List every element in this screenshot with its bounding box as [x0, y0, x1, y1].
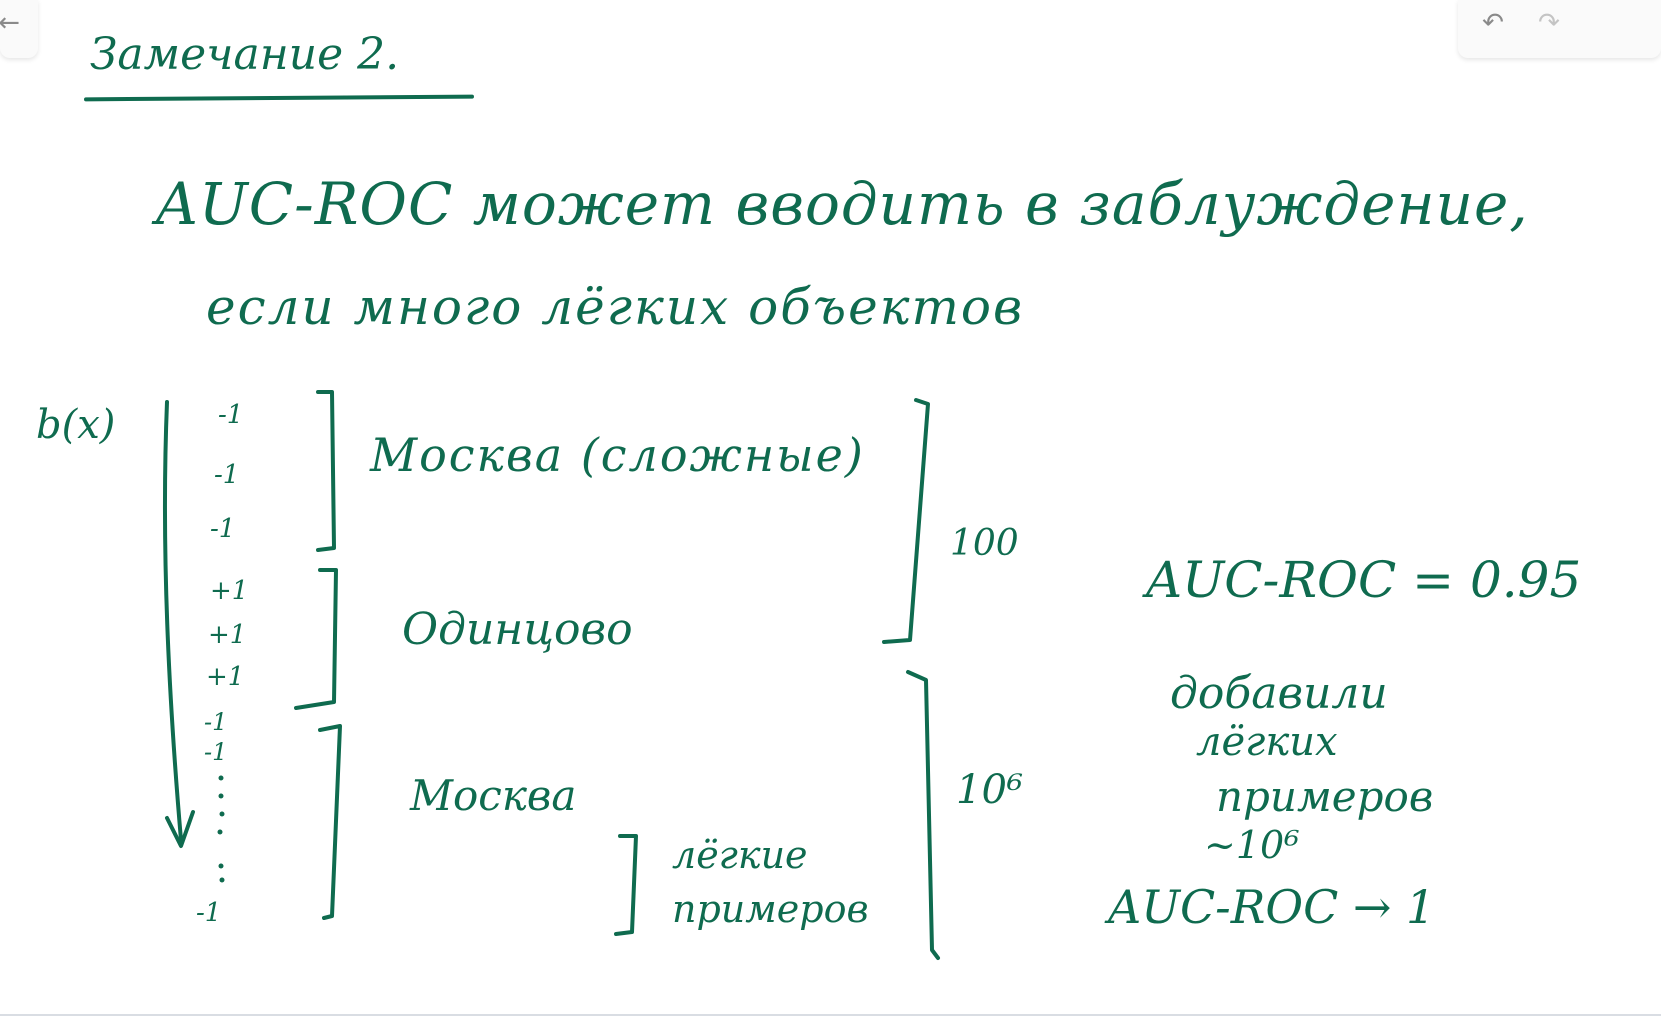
note-title: Замечание 2. — [90, 29, 400, 80]
auc-result: AUC-ROC = 0.95 — [1146, 551, 1582, 609]
group-moscow-hard: Москва (сложные) — [370, 428, 865, 482]
label-item: -1 — [214, 460, 240, 490]
left-toolbar-card — [0, 0, 38, 58]
count-bottom: 10⁶ — [956, 767, 1023, 813]
added-easy-line-3: примеров — [1216, 772, 1434, 821]
sort-direction-arrow — [162, 400, 195, 848]
added-easy-line-4: ~10⁶ — [1204, 823, 1300, 867]
label-item: -1 — [204, 708, 228, 736]
right-toolbar-card — [1458, 0, 1661, 58]
count-top: 100 — [950, 523, 1019, 564]
easy-examples-bracket — [614, 834, 638, 936]
group-odintsovo: Одинцово — [402, 604, 633, 655]
group-brackets — [294, 390, 342, 920]
added-easy-line-2: лёгких — [1196, 719, 1338, 765]
easy-examples-line-1: лёгкие — [672, 833, 808, 877]
title-underline — [83, 94, 475, 102]
label-item: +1 — [208, 620, 247, 650]
statement-line-2: если много лёгких объектов — [206, 278, 1025, 336]
ellipsis-dots — [217, 775, 225, 883]
label-item: +1 — [210, 576, 249, 606]
label-item: -1 — [210, 514, 236, 544]
label-item: -1 — [204, 738, 228, 766]
added-easy-line-1: добавили — [1170, 668, 1388, 719]
axis-label: b(x) — [36, 402, 116, 448]
label-item: -1 — [218, 400, 244, 430]
label-item: +1 — [206, 662, 245, 692]
bottom-border — [0, 1014, 1661, 1016]
auc-final: AUC-ROC → 1 — [1108, 880, 1436, 934]
redo-icon[interactable]: ↷ — [1538, 8, 1560, 38]
back-arrow-icon[interactable]: ← — [0, 8, 20, 38]
count-brackets — [882, 398, 940, 960]
statement-line-1: AUC-ROC может вводить в заблуждение, — [156, 170, 1529, 238]
group-moscow: Москва — [410, 771, 577, 820]
label-item: -1 — [196, 898, 222, 928]
easy-examples-line-2: примеров — [672, 887, 869, 931]
undo-icon[interactable]: ↶ — [1482, 8, 1504, 38]
